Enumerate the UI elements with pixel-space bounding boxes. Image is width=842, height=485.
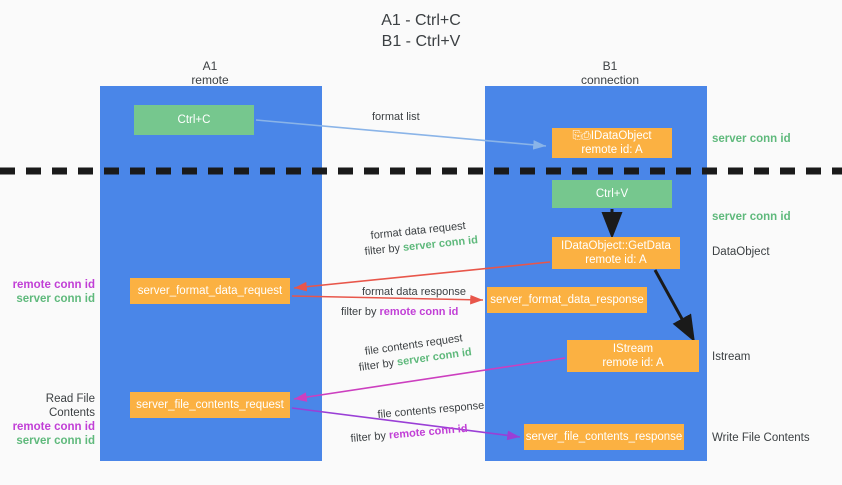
filter-prefix: filter by xyxy=(358,356,398,374)
filter-value-remote-conn-id: remote conn id xyxy=(388,422,469,442)
label-dataobject: DataObject xyxy=(712,246,770,258)
column-header-a1: A1 remote xyxy=(191,59,229,87)
column-header-b1: B1 connection xyxy=(580,59,640,87)
left-label-remote-conn-id-1: remote conn id xyxy=(12,279,95,291)
edge-label-file-contents-response: file contents response xyxy=(377,399,485,421)
box-ctrl-c[interactable]: Ctrl+C xyxy=(134,105,254,135)
edge-label-file-contents-response-filter: filter by remote conn id xyxy=(350,422,468,447)
label-server-conn-id-mid: server conn id xyxy=(712,211,791,223)
edge-label-format-list: format list xyxy=(372,111,420,123)
filter-prefix: filter by xyxy=(341,306,380,318)
box-ctrl-v[interactable]: Ctrl+V xyxy=(552,180,672,208)
label-server-conn-id-top: server conn id xyxy=(712,133,791,145)
box-server-format-data-request[interactable]: server_format_data_request xyxy=(130,278,290,304)
box-server-file-contents-response[interactable]: server_file_contents_response xyxy=(524,424,684,450)
left-label-server-conn-id-1: server conn id xyxy=(16,293,95,305)
edge-label-format-data-response: format data response xyxy=(362,286,466,298)
box-idataobject-top[interactable]: ⎘⎙IDataObject remote id: A xyxy=(552,128,672,158)
filter-prefix: filter by xyxy=(350,429,390,445)
edge-label-format-data-response-filter: filter by remote conn id xyxy=(341,305,458,320)
label-write-file-contents: Write File Contents xyxy=(712,432,810,444)
box-idataobject-getdata[interactable]: IDataObject::GetData remote id: A xyxy=(552,237,680,269)
box-istream[interactable]: IStream remote id: A xyxy=(567,340,699,372)
diagram-title: A1 - Ctrl+C B1 - Ctrl+V xyxy=(381,12,461,50)
left-label-server-conn-id-2: server conn id xyxy=(16,435,95,447)
label-istream: Istream xyxy=(712,351,751,363)
filter-value-remote-conn-id: remote conn id xyxy=(379,306,459,318)
left-label-group-2: Read File Contents remote conn id server… xyxy=(0,392,95,448)
left-label-read-file-contents: Read File Contents xyxy=(45,393,95,419)
left-label-group-1: remote conn id server conn id xyxy=(0,278,95,306)
left-label-remote-conn-id-2: remote conn id xyxy=(12,421,95,433)
box-server-file-contents-request[interactable]: server_file_contents_request xyxy=(130,392,290,418)
box-server-format-data-response[interactable]: server_format_data_response xyxy=(487,287,647,313)
filter-prefix: filter by xyxy=(364,241,404,258)
